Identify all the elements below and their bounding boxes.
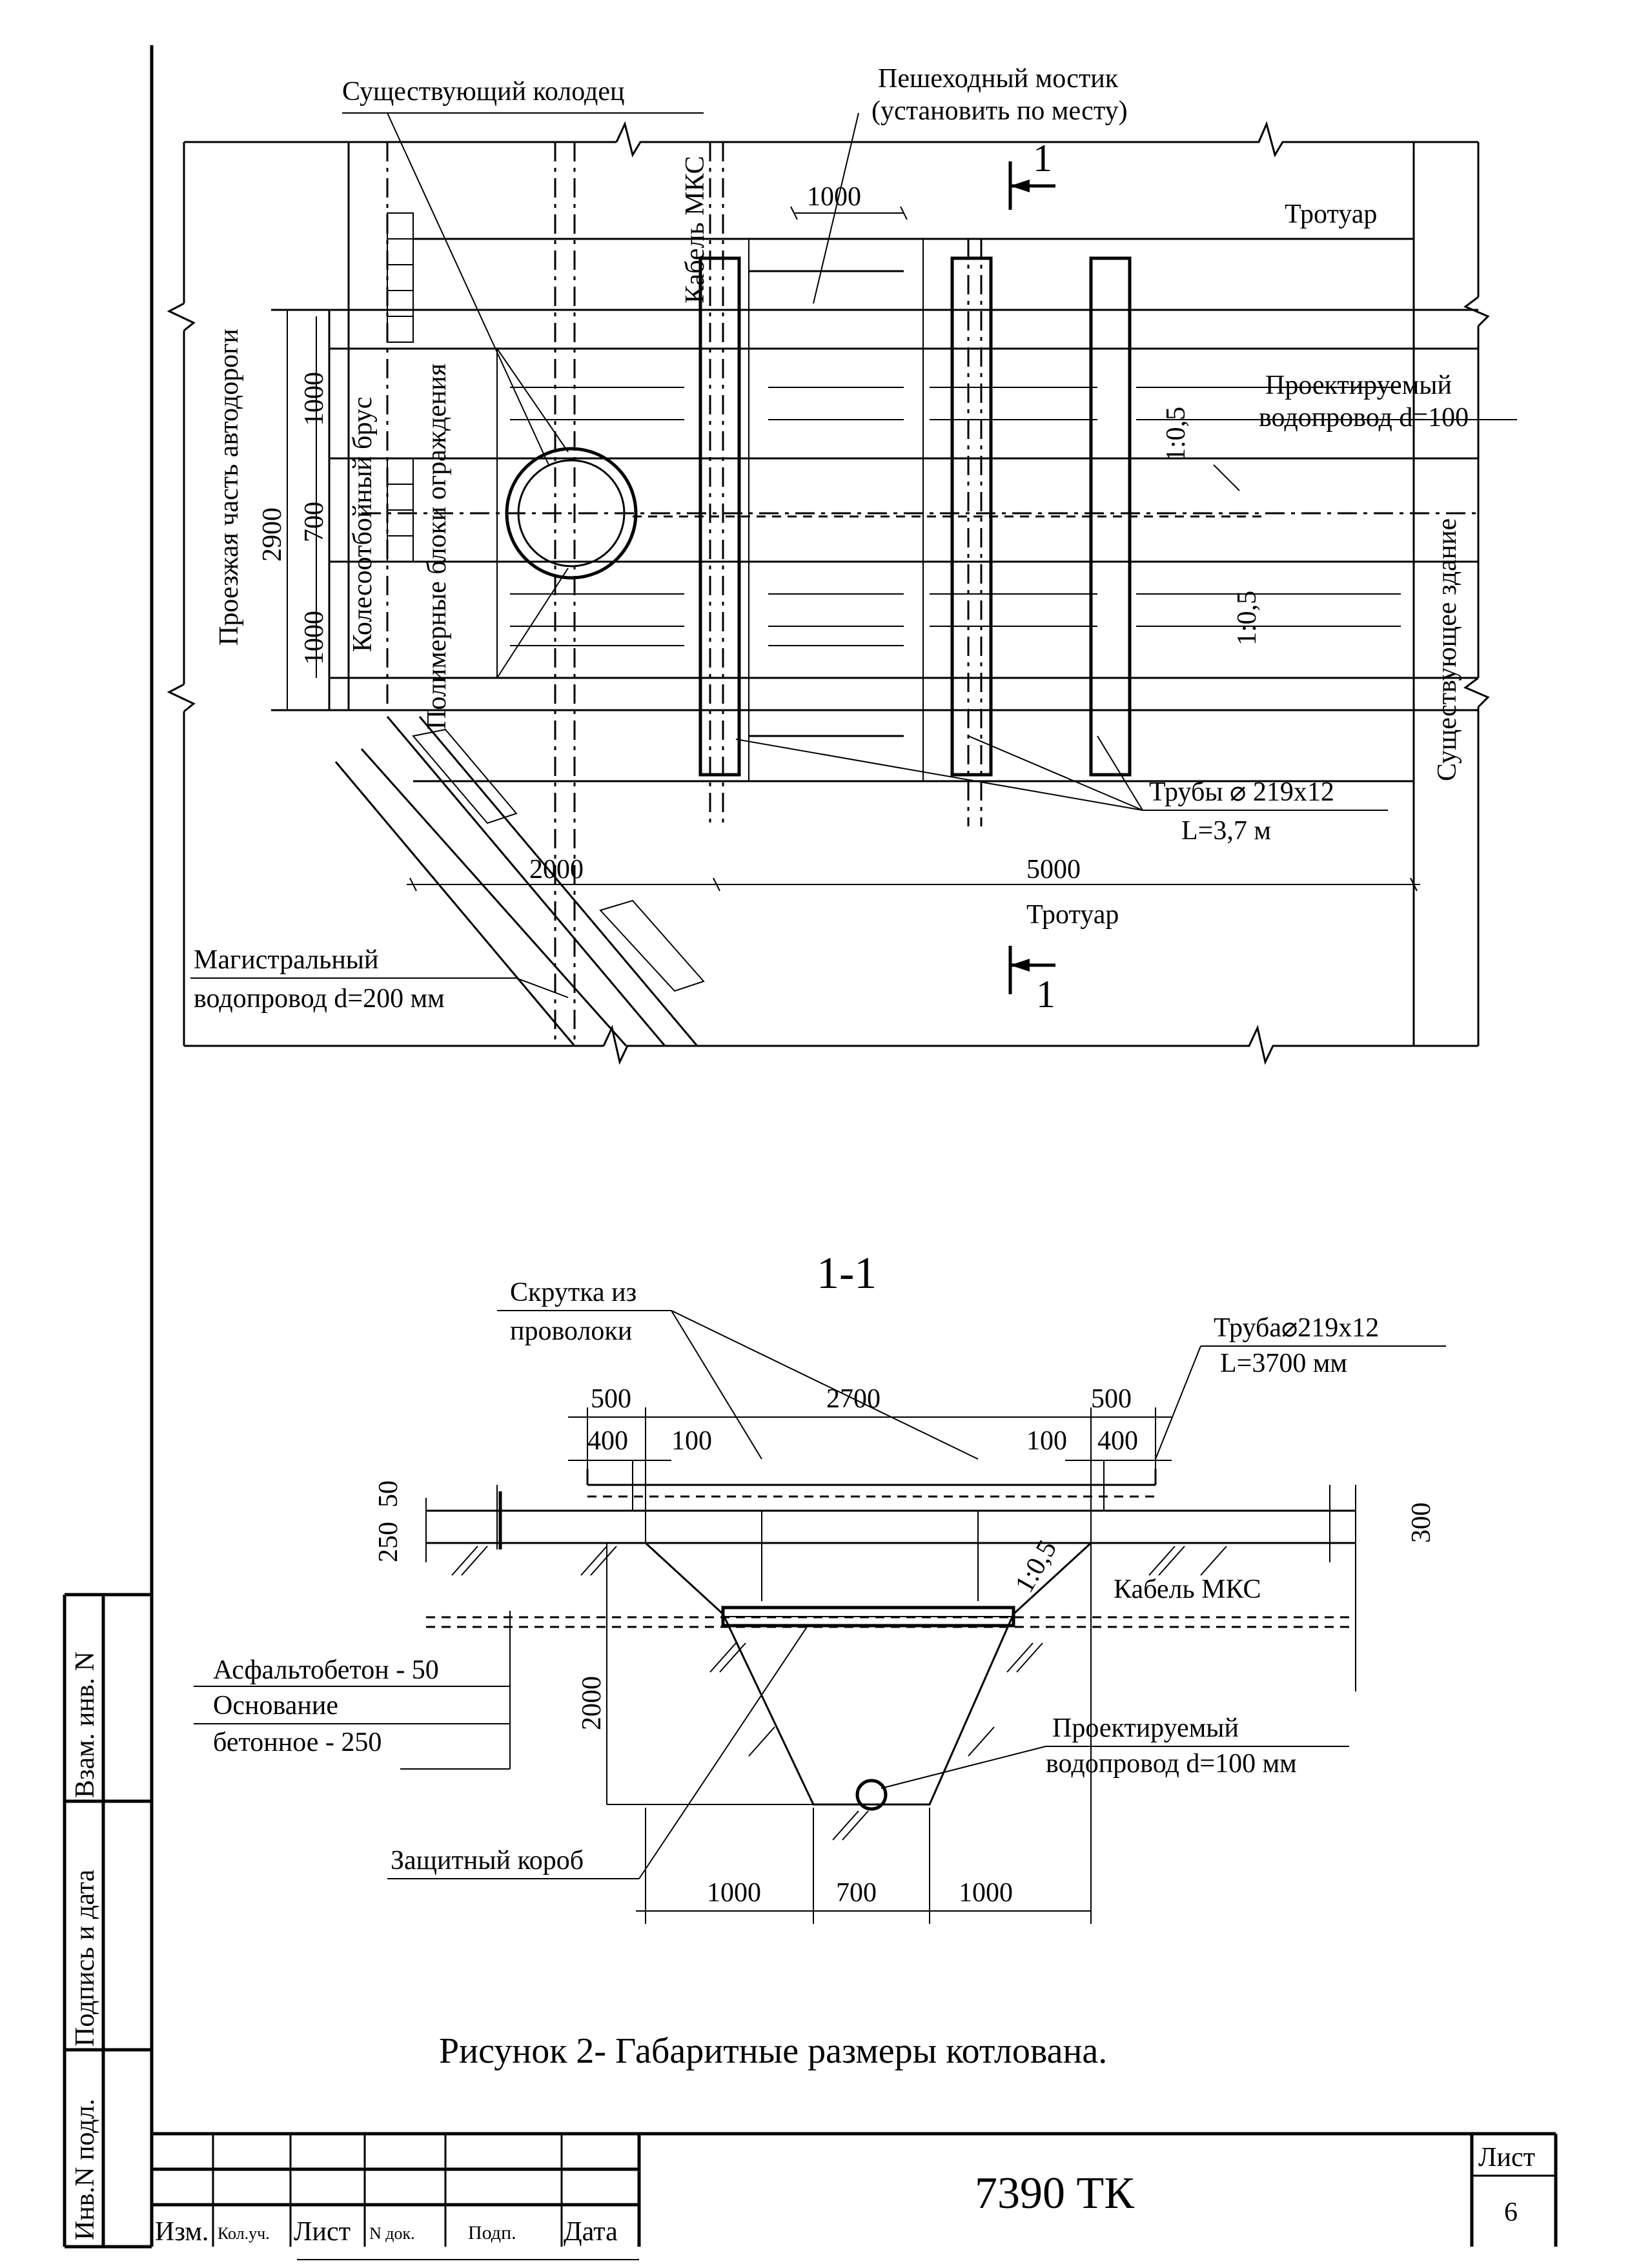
dim-250: 250 bbox=[374, 1522, 403, 1562]
document-code: 7390 ТК bbox=[975, 2169, 1134, 2218]
col-data: Дата bbox=[564, 2217, 618, 2247]
pipe-label-2: L=3700 мм bbox=[1220, 1349, 1347, 1378]
col-podp: Подп. bbox=[468, 2222, 516, 2243]
main-water-label: Магистральный bbox=[194, 945, 379, 975]
main-water-pipeline bbox=[334, 716, 705, 1047]
base-label: Основание bbox=[213, 1691, 338, 1721]
wire-twist-label: Скрутка из bbox=[510, 1278, 637, 1307]
existing-well-label: Существующий колодец bbox=[342, 77, 625, 107]
sheet-label: Лист bbox=[1478, 2143, 1535, 2172]
cable-label: Кабель МКС bbox=[680, 156, 710, 304]
main-water-label-2: водопровод d=200 мм bbox=[194, 984, 445, 1014]
fence-dots bbox=[420, 238, 1401, 782]
designed-main-label: Проектируемый bbox=[1265, 371, 1452, 400]
pipes-label: Трубы ⌀ 219х12 bbox=[1149, 777, 1334, 807]
replaced-inv-label: Взам. инв. N bbox=[70, 1651, 100, 1798]
dim-700: 700 bbox=[300, 502, 329, 542]
title-block: Изм. Кол.уч. Лист N док. Подп. Дата 7390… bbox=[152, 2134, 1556, 2260]
existing-building-label: Существующее здание bbox=[1432, 518, 1462, 781]
pipe-label: Труба⌀219х12 bbox=[1214, 1313, 1379, 1343]
sidewalk-bottom-label: Тротуар bbox=[1026, 900, 1119, 930]
wheel-beam-label: Колесоотбойный брус bbox=[348, 397, 378, 652]
slope-1: 1:0,5 bbox=[1161, 407, 1191, 462]
slope-2: 1:0,5 bbox=[1232, 591, 1262, 646]
section-mark-top: 1 bbox=[1033, 137, 1052, 179]
base-label-2: бетонное - 250 bbox=[213, 1728, 382, 1757]
section-title: 1-1 bbox=[817, 1249, 877, 1298]
dim-500-right: 500 bbox=[1091, 1384, 1132, 1414]
dim-1000-a: 1000 bbox=[300, 372, 329, 426]
section-cable-label: Кабель МКС bbox=[1114, 1575, 1261, 1604]
section-mark-bottom: 1 bbox=[1036, 973, 1055, 1016]
section-slope: 1:0,5 bbox=[1010, 1535, 1063, 1598]
sign-date-label: Подпись и дата bbox=[70, 1869, 100, 2047]
pipes-label-2: L=3,7 м bbox=[1181, 816, 1271, 846]
polymer-blocks-label: Полимерные блоки ограждения bbox=[422, 363, 452, 730]
dim-50: 50 bbox=[374, 1480, 403, 1507]
dim-1000-top: 1000 bbox=[807, 182, 861, 212]
plan-view: Существующий колодец Пешеходный мостик (… bbox=[167, 64, 1517, 1065]
col-ndoc: N док. bbox=[369, 2224, 415, 2243]
dim-5000: 5000 bbox=[1026, 855, 1081, 884]
protective-box-label: Защитный короб bbox=[391, 1846, 584, 1875]
asphalt-label: Асфальтобетон - 50 bbox=[213, 1655, 439, 1685]
sidewalk-top-label: Тротуар bbox=[1285, 199, 1377, 229]
footbridge bbox=[749, 270, 904, 737]
dim-100-right: 100 bbox=[1026, 1426, 1067, 1456]
dim-2700: 2700 bbox=[826, 1384, 881, 1414]
dim-500-left: 500 bbox=[591, 1384, 631, 1414]
ground-hatching bbox=[451, 1546, 1227, 1841]
figure-caption: Рисунок 2- Габаритные размеры котлована. bbox=[439, 2031, 1107, 2071]
side-stamp: Взам. инв. N Подпись и дата Инв.N подл. bbox=[63, 1593, 152, 2249]
wire-twist-label-2: проволоки bbox=[510, 1316, 632, 1346]
sheet-frame bbox=[150, 45, 1558, 2247]
dim-400-right: 400 bbox=[1097, 1426, 1138, 1456]
wheel-beam-blocks bbox=[387, 212, 414, 562]
section-cut-marks bbox=[1008, 161, 1055, 994]
section-view: 1-1 bbox=[194, 1249, 1446, 1924]
section-leaders bbox=[194, 1310, 1446, 1879]
dim-700-section: 700 bbox=[836, 1878, 877, 1908]
roadway-label: Проезжая часть автодороги bbox=[214, 329, 244, 646]
dim-2000-plan: 2000 bbox=[529, 855, 584, 884]
footbridge-label: Пешеходный мостик bbox=[878, 64, 1119, 94]
sheet-number: 6 bbox=[1504, 2198, 1518, 2227]
col-izm: Изм. bbox=[155, 2217, 209, 2247]
dim-1000-left: 1000 bbox=[707, 1878, 761, 1908]
dim-100-left: 100 bbox=[671, 1426, 712, 1456]
plan-leaders bbox=[190, 112, 1517, 998]
plan-dimensions bbox=[287, 206, 1420, 892]
dim-1000-right: 1000 bbox=[959, 1878, 1013, 1908]
footbridge-label-2: (установить по месту) bbox=[871, 96, 1128, 126]
existing-well bbox=[505, 447, 638, 580]
col-kol: Кол.уч. bbox=[218, 2224, 270, 2243]
dim-1000-b: 1000 bbox=[300, 611, 329, 665]
orig-inv-label: Инв.N подл. bbox=[70, 2099, 100, 2240]
slope-hatch bbox=[496, 348, 1401, 679]
dim-300: 300 bbox=[1407, 1502, 1436, 1543]
col-list: Лист bbox=[294, 2217, 351, 2247]
dim-2900: 2900 bbox=[258, 507, 287, 562]
designed-main-section-label: Проектируемый bbox=[1052, 1713, 1239, 1743]
dim-2000-section: 2000 bbox=[577, 1676, 607, 1730]
dim-400-left: 400 bbox=[587, 1426, 628, 1456]
pipes bbox=[698, 256, 1132, 777]
designed-main-section-label-2: водопровод d=100 мм bbox=[1046, 1749, 1297, 1779]
designed-main-label-2: водопровод d=100 bbox=[1259, 403, 1469, 433]
